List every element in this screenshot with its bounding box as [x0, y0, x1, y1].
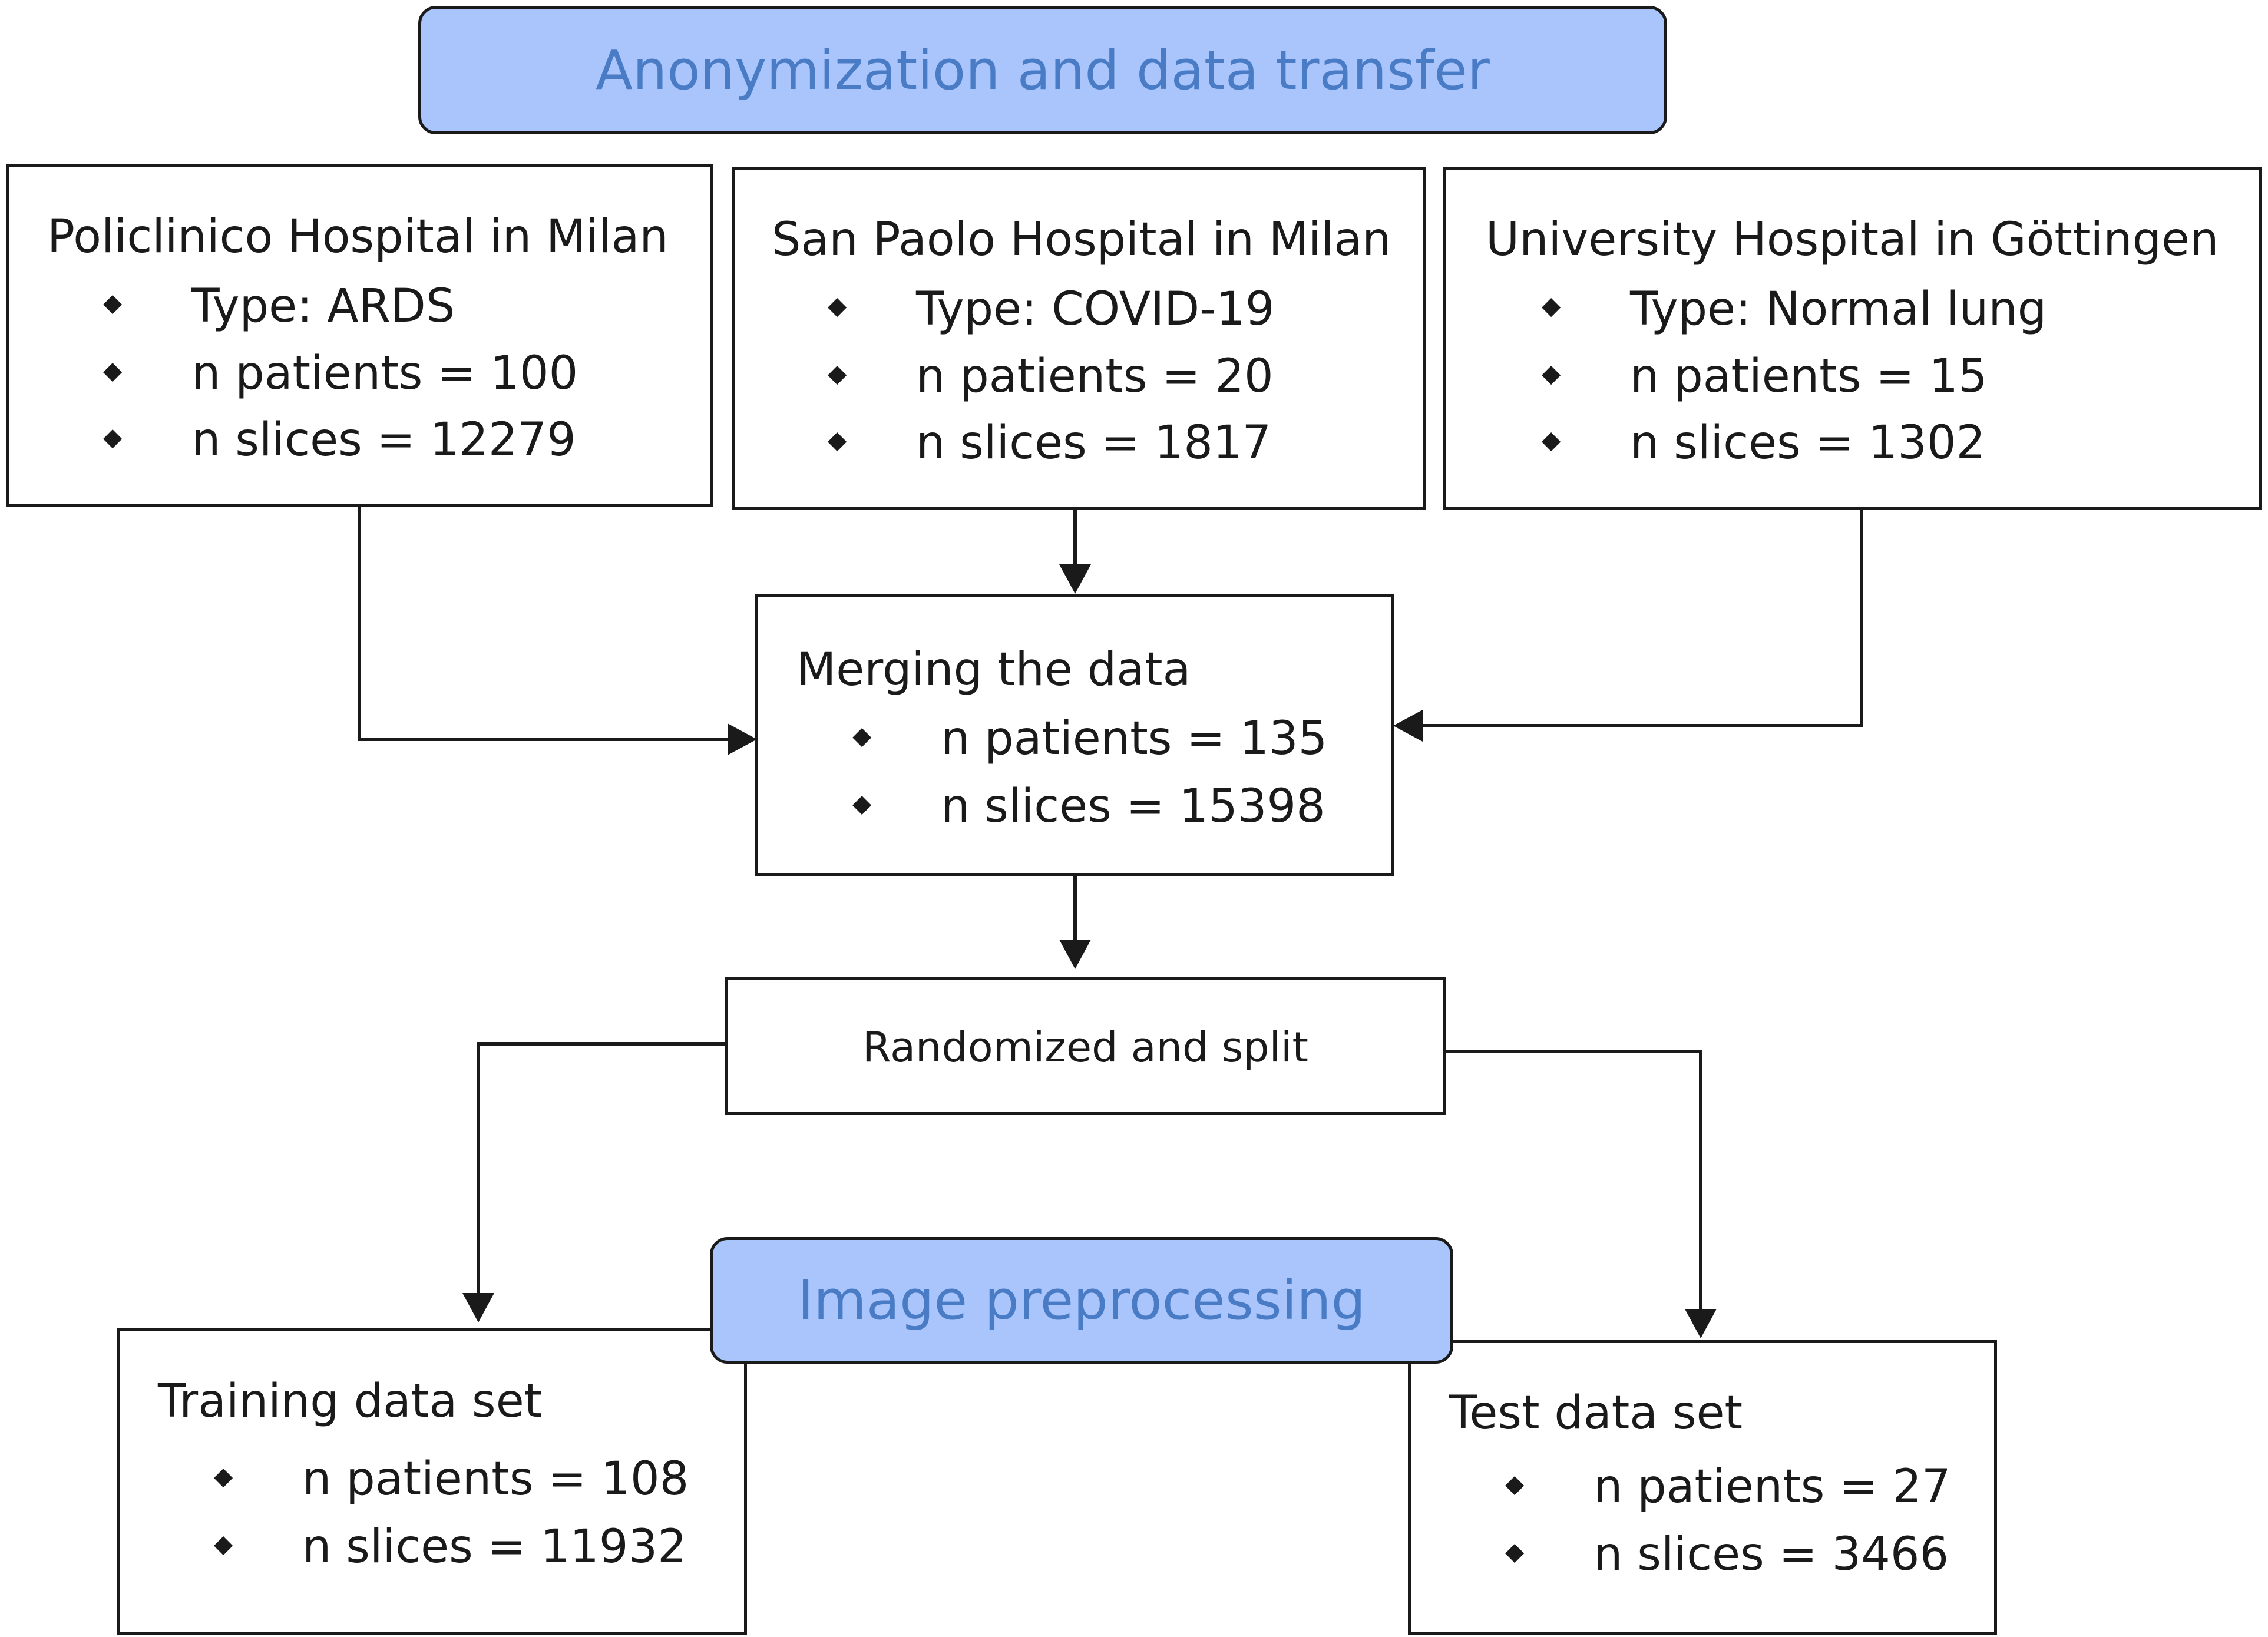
hospital-box-policlinico: Policlinico Hospital in Milan ◆ Type: AR…: [6, 164, 713, 507]
bullet-icon: ◆: [1542, 359, 1561, 388]
arrowhead-training: [462, 1293, 494, 1322]
bullet-icon: ◆: [1542, 425, 1561, 454]
test-box: Test data set ◆ n patients = 27 ◆ n slic…: [1408, 1340, 1997, 1635]
header-image-preprocessing: Image preprocessing: [710, 1237, 1453, 1364]
bullet-icon: ◆: [214, 1461, 233, 1490]
bullet-icon: ◆: [103, 422, 123, 451]
training-title: Training data set: [158, 1375, 543, 1428]
training-slices: n slices = 11932: [302, 1520, 687, 1573]
hospital-slices: n slices = 12279: [191, 414, 576, 467]
test-title: Test data set: [1449, 1387, 1743, 1440]
bullet-icon: ◆: [103, 288, 123, 317]
arrowhead-gottingen: [1393, 710, 1423, 742]
hospital-patients: n patients = 20: [916, 350, 1274, 403]
arrow-policlinico-to-merge: [358, 507, 730, 741]
header-anonymization-label: Anonymization and data transfer: [596, 38, 1490, 102]
split-label: Randomized and split: [862, 1023, 1308, 1072]
hospital-slices: n slices = 1302: [1630, 416, 1986, 469]
hospital-box-gottingen: University Hospital in Göttingen ◆ Type:…: [1443, 167, 2262, 510]
hospital-type: Type: ARDS: [191, 280, 455, 333]
hospital-type: Type: Normal lung: [1630, 283, 2047, 336]
arrowhead-test: [1685, 1309, 1717, 1338]
hospital-name: San Paolo Hospital in Milan: [772, 213, 1391, 266]
header-preprocessing-label: Image preprocessing: [798, 1269, 1366, 1332]
bullet-icon: ◆: [828, 425, 847, 454]
hospital-patients: n patients = 100: [191, 347, 578, 400]
split-box: Randomized and split: [725, 977, 1446, 1115]
bullet-icon: ◆: [1505, 1537, 1525, 1566]
hospital-patients: n patients = 15: [1630, 350, 1988, 403]
test-slices: n slices = 3466: [1593, 1528, 1949, 1581]
training-box: Training data set ◆ n patients = 108 ◆ n…: [117, 1328, 747, 1635]
merge-box: Merging the data ◆ n patients = 135 ◆ n …: [755, 594, 1394, 876]
header-anonymization: Anonymization and data transfer: [418, 6, 1667, 134]
arrowhead-merge: [1059, 940, 1091, 969]
merge-title: Merging the data: [796, 643, 1191, 696]
hospital-name: University Hospital in Göttingen: [1486, 213, 2219, 266]
bullet-icon: ◆: [214, 1529, 233, 1558]
bullet-icon: ◆: [852, 721, 872, 750]
training-patients: n patients = 108: [302, 1453, 689, 1506]
hospital-name: Policlinico Hospital in Milan: [47, 210, 669, 263]
bullet-icon: ◆: [828, 291, 847, 320]
arrowhead-policlinico: [728, 723, 757, 755]
test-patients: n patients = 27: [1593, 1460, 1951, 1513]
merge-slices: n slices = 15398: [941, 780, 1325, 833]
hospital-slices: n slices = 1817: [916, 416, 1272, 469]
hospital-box-sanpaolo: San Paolo Hospital in Milan ◆ Type: COVI…: [732, 167, 1426, 510]
hospital-type: Type: COVID-19: [916, 283, 1275, 336]
bullet-icon: ◆: [828, 359, 847, 388]
bullet-icon: ◆: [1505, 1469, 1525, 1498]
arrow-split-to-training: [477, 1042, 726, 1293]
arrow-split-to-test: [1444, 1050, 1702, 1309]
arrowhead-sanpaolo: [1059, 564, 1091, 594]
arrow-gottingen-to-merge: [1420, 510, 1863, 727]
bullet-icon: ◆: [852, 789, 872, 818]
bullet-icon: ◆: [103, 356, 123, 385]
bullet-icon: ◆: [1542, 291, 1561, 320]
merge-patients: n patients = 135: [941, 712, 1328, 765]
